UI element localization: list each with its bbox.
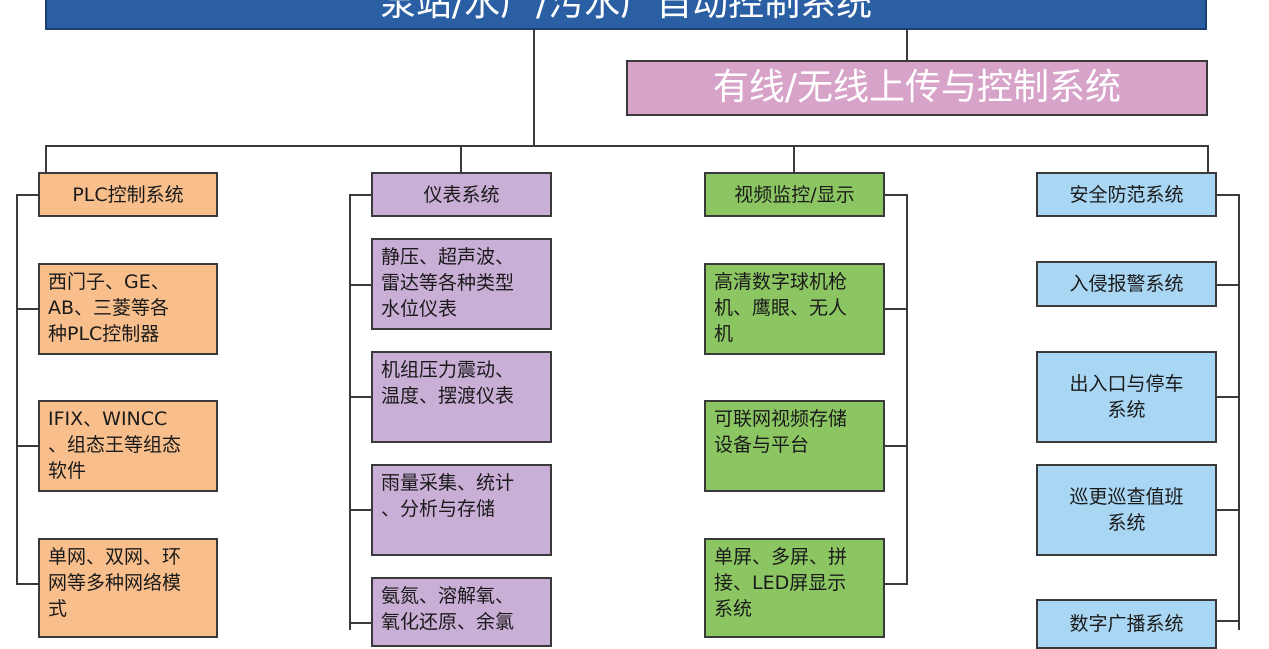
bracket-instrument-tick-1 [349, 284, 371, 286]
water-level-instrument-box: 静压、超声波、 雷达等各种类型 水位仪表 [371, 238, 552, 330]
bracket-security-tick-1 [1216, 284, 1240, 286]
digital-broadcast-box: 数字广播系统 [1036, 599, 1217, 649]
plc-scada-software-box: IFIX、WINCC 、组态王等组态 软件 [38, 400, 218, 492]
patrol-duty-box: 巡更巡查值班 系统 [1036, 464, 1217, 556]
connector-sub-banner [906, 30, 908, 60]
bracket-plc-tick-title [16, 194, 38, 196]
sub-title-banner: 有线/无线上传与控制系统 [626, 60, 1208, 116]
security-system-title-text: 安全防范系统 [1069, 183, 1184, 206]
display-system-box: 单屏、多屏、拼 接、LED屏显示 系统 [704, 538, 885, 638]
plc-system-title: PLC控制系统 [38, 172, 218, 217]
bracket-security-tick-3 [1216, 509, 1240, 511]
bracket-security-vertical [1238, 194, 1240, 630]
bracket-video-vertical [906, 194, 908, 584]
security-system-title: 安全防范系统 [1036, 172, 1217, 217]
plc-network-modes-box: 单网、双网、环 网等多种网络模 式 [38, 538, 218, 638]
bracket-security-tick-4 [1216, 620, 1240, 622]
connector-main-trunk [533, 30, 535, 146]
bracket-instrument-tick-title [349, 194, 371, 196]
bracket-instrument-tick-2 [349, 396, 371, 398]
sub-title: 有线/无线上传与控制系统 [712, 67, 1122, 108]
video-storage-box: 可联网视频存储 设备与平台 [704, 400, 885, 492]
connector-drop-2 [460, 145, 462, 172]
rainfall-collection-box: 雨量采集、统计 、分析与存储 [371, 464, 552, 556]
video-system-title: 视频监控/显示 [704, 172, 885, 217]
bracket-security-tick-2 [1216, 396, 1240, 398]
main-title: 泵站/水厂/污水厂自动控制系统 [379, 0, 873, 24]
unit-vibration-instrument-box: 机组压力震动、 温度、摆渡仪表 [371, 351, 552, 443]
water-quality-instrument-box: 氨氮、溶解氧、 氧化还原、余氯 [371, 577, 552, 647]
connector-horizontal-bus [45, 145, 1209, 147]
plc-controllers-box: 西门子、GE、 AB、三菱等各 种PLC控制器 [38, 263, 218, 355]
bracket-plc-tick-3 [16, 583, 38, 585]
video-system-title-text: 视频监控/显示 [734, 183, 855, 206]
connector-drop-4 [1207, 145, 1209, 172]
hd-camera-box: 高清数字球机枪 机、鹰眼、无人 机 [704, 263, 885, 355]
bracket-security-tick-title [1216, 194, 1240, 196]
bracket-plc-vertical [16, 194, 18, 584]
bracket-video-tick-3 [884, 583, 908, 585]
access-parking-box: 出入口与停车 系统 [1036, 351, 1217, 443]
bracket-video-tick-1 [884, 308, 908, 310]
instrument-system-title-text: 仪表系统 [423, 183, 500, 206]
plc-system-title-text: PLC控制系统 [72, 183, 184, 206]
main-title-banner: 泵站/水厂/污水厂自动控制系统 [45, 0, 1207, 30]
bracket-instrument-tick-3 [349, 509, 371, 511]
bracket-video-tick-2 [884, 445, 908, 447]
intrusion-alarm-box: 入侵报警系统 [1036, 261, 1217, 307]
connector-drop-1 [45, 145, 47, 172]
bracket-instrument-tick-4 [349, 622, 371, 624]
bracket-plc-tick-2 [16, 445, 38, 447]
bracket-video-tick-title [884, 194, 908, 196]
connector-drop-3 [793, 145, 795, 172]
bracket-instrument-vertical [349, 194, 351, 630]
bracket-plc-tick-1 [16, 308, 38, 310]
instrument-system-title: 仪表系统 [371, 172, 552, 217]
